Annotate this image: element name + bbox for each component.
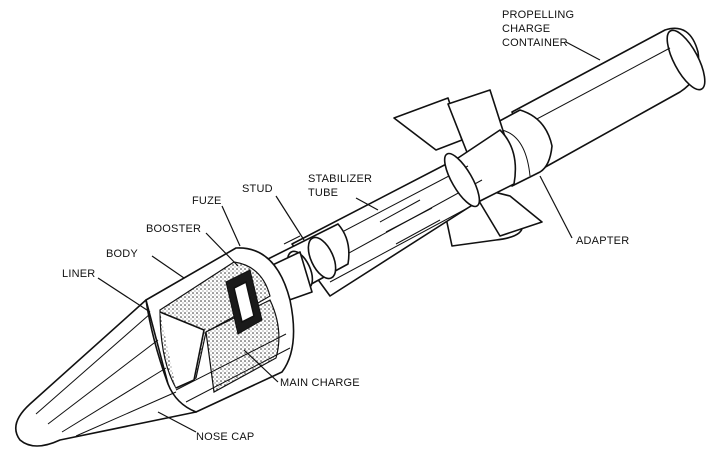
label-adapter: ADAPTER [576,235,629,247]
warhead-body [145,247,295,413]
leader-lines [97,41,601,433]
labels: PROPELLING CHARGE CONTAINER STABILIZER T… [62,9,629,443]
label-propelling-line2: CHARGE [502,23,550,35]
label-body: BODY [106,248,138,260]
label-propelling-line3: CONTAINER [502,37,568,49]
label-stabilizer-line2: TUBE [308,187,338,199]
label-booster: BOOSTER [146,223,201,235]
label-stabilizer-line1: STABILIZER [308,173,372,185]
label-liner: LINER [62,268,95,280]
nose-cap [14,299,197,447]
propelling-charge-container [511,27,706,171]
label-nose-cap: NOSE CAP [196,431,254,443]
label-main-charge: MAIN CHARGE [280,377,360,389]
label-fuze: FUZE [192,195,222,207]
label-propelling-line1: PROPELLING [502,9,574,21]
label-stud: STUD [242,183,273,195]
